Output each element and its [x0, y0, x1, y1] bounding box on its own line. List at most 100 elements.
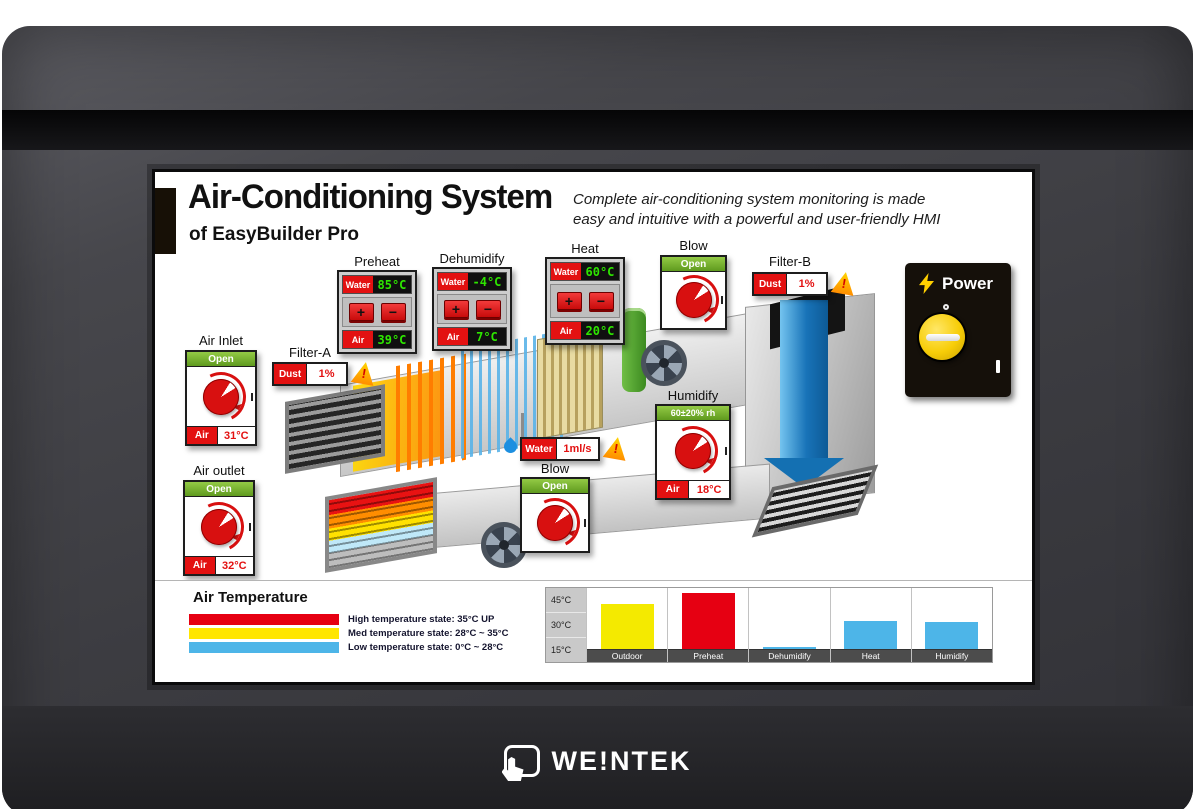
blow-bottom-label: Blow	[540, 461, 570, 476]
dial-knob-icon	[537, 504, 573, 541]
chart-bar	[763, 646, 816, 649]
decrease-button[interactable]: −	[588, 292, 614, 310]
airflow-arrow	[780, 300, 828, 460]
blow-top-widget: Open	[660, 255, 727, 332]
chart-bar	[600, 603, 654, 649]
preheat-widget: Water 85°C + − Air 39°C	[337, 270, 417, 354]
page-title: Air-Conditioning System	[188, 178, 553, 216]
power-header: Power	[905, 263, 1011, 294]
blow-top-label: Blow	[679, 238, 708, 253]
legend-text: High temperature state: 35°C UP	[348, 613, 495, 625]
legend-swatch-high	[189, 613, 339, 625]
dial-tick-icon	[249, 522, 251, 531]
bezel-gloss-stripe	[2, 110, 1193, 150]
power-knob[interactable]	[919, 314, 965, 360]
legend-swatch-low	[189, 641, 339, 653]
warning-icon	[604, 436, 628, 460]
heat-label: Heat	[571, 241, 599, 256]
chart-column-preheat: Preheat	[667, 588, 749, 662]
dial-control[interactable]	[522, 490, 588, 555]
y-tick-label: 45°C	[546, 588, 586, 613]
decrease-button[interactable]: −	[475, 300, 501, 318]
screen-header: Air-Conditioning System of EasyBuilder P…	[155, 172, 1032, 256]
legend-text: Low temperature state: 0°C ~ 28°C	[348, 641, 504, 653]
knob-pointer-icon	[926, 333, 960, 341]
screen-footer: Air Temperature High temperature state: …	[155, 580, 1032, 682]
hvac-system-illustration	[155, 172, 1032, 682]
water-temp-row: Water 85°C	[342, 275, 412, 294]
air-temp-value: 31°C	[217, 427, 255, 444]
y-tick-label: 15°C	[551, 645, 572, 655]
air-temp-value: 32°C	[215, 557, 253, 574]
field-label: Air	[187, 427, 218, 444]
field-label: Water	[522, 439, 557, 459]
legend-title: Air Temperature	[193, 589, 308, 606]
brand-logo: WE!NTEK	[0, 745, 1195, 777]
hmi-screen: Air-Conditioning System of EasyBuilder P…	[152, 169, 1035, 685]
chart-bar	[681, 592, 735, 649]
dial-control[interactable]	[661, 268, 726, 332]
water-temp-value: 60°C	[580, 263, 619, 280]
air-outlet-label: Air outlet	[193, 463, 245, 478]
increase-button[interactable]: +	[443, 300, 469, 318]
power-on-mark-icon	[996, 360, 1000, 373]
air-temp-row: Air 7°C	[437, 327, 507, 346]
field-label: Air	[185, 557, 216, 574]
chart-column-humidify: Humidify	[910, 588, 993, 662]
blower-fan-top	[641, 340, 687, 386]
air-temp-value: 20°C	[580, 322, 619, 339]
air-temp-row: Air 20°C	[550, 321, 620, 340]
chart-y-axis: 45°C 30°C 15°C	[546, 588, 586, 662]
field-label: Water	[438, 273, 468, 290]
dial-control[interactable]	[657, 418, 729, 483]
increase-button[interactable]: +	[556, 292, 582, 310]
water-temp-value: 85°C	[372, 276, 411, 293]
water-flow-value: 1ml/s	[556, 439, 598, 459]
air-temp-row: Air 39°C	[342, 330, 412, 349]
dial-tick-icon	[721, 296, 723, 304]
setpoint-buttons: + −	[550, 284, 620, 318]
field-label: Dust	[754, 274, 788, 294]
tagline: Complete air-conditioning system monitor…	[573, 190, 1032, 229]
air-temp-value: 7°C	[467, 328, 506, 345]
air-temp-value: 18°C	[689, 481, 729, 498]
filter-a-widget: Dust 1%	[272, 362, 348, 386]
dial-tick-icon	[725, 446, 727, 455]
air-outlet-grille	[325, 477, 437, 573]
legend-swatch-med	[189, 627, 339, 639]
lightning-bolt-icon	[919, 273, 934, 294]
dial-tick-icon	[584, 518, 586, 527]
chart-column-dehumidify: Dehumidify	[748, 588, 830, 662]
legend-row: Low temperature state: 0°C ~ 28°C	[189, 641, 508, 653]
decrease-button[interactable]: −	[380, 303, 406, 321]
status-indicator: Open	[662, 257, 725, 272]
dust-value: 1%	[307, 364, 346, 384]
humidify-label: Humidify	[667, 388, 719, 403]
dehumidify-label: Dehumidify	[439, 251, 505, 266]
y-tick-label: 30°C	[546, 613, 586, 638]
water-temp-row: Water 60°C	[550, 262, 620, 281]
chart-category-label: Dehumidify	[749, 649, 830, 662]
air-temp-row: Air 31°C	[187, 426, 255, 444]
dial-control[interactable]	[187, 364, 255, 429]
air-temp-row: Air 18°C	[657, 480, 729, 498]
setpoint-buttons: + −	[437, 294, 507, 324]
field-label: Water	[343, 276, 373, 293]
dial-knob-icon	[675, 282, 712, 318]
chart-category-label: Heat	[830, 649, 911, 662]
humidifier-unit	[622, 308, 646, 392]
chart-column-heat: Heat	[829, 588, 911, 662]
dehumidify-widget: Water -4°C + − Air 7°C	[432, 267, 512, 351]
filter-a-label: Filter-A	[289, 345, 331, 360]
chart-bar	[844, 620, 898, 649]
status-indicator: Open	[522, 479, 588, 494]
brand-name: WE!NTEK	[551, 745, 692, 776]
warning-icon	[352, 361, 376, 385]
increase-button[interactable]: +	[348, 303, 374, 321]
chart-category-label: Preheat	[668, 649, 749, 662]
chart-category-label: Outdoor	[587, 649, 668, 662]
filter-b-widget: Dust 1%	[752, 272, 828, 296]
dial-control[interactable]	[185, 494, 253, 559]
tagline-line-2: easy and intuitive with a powerful and u…	[573, 210, 941, 228]
